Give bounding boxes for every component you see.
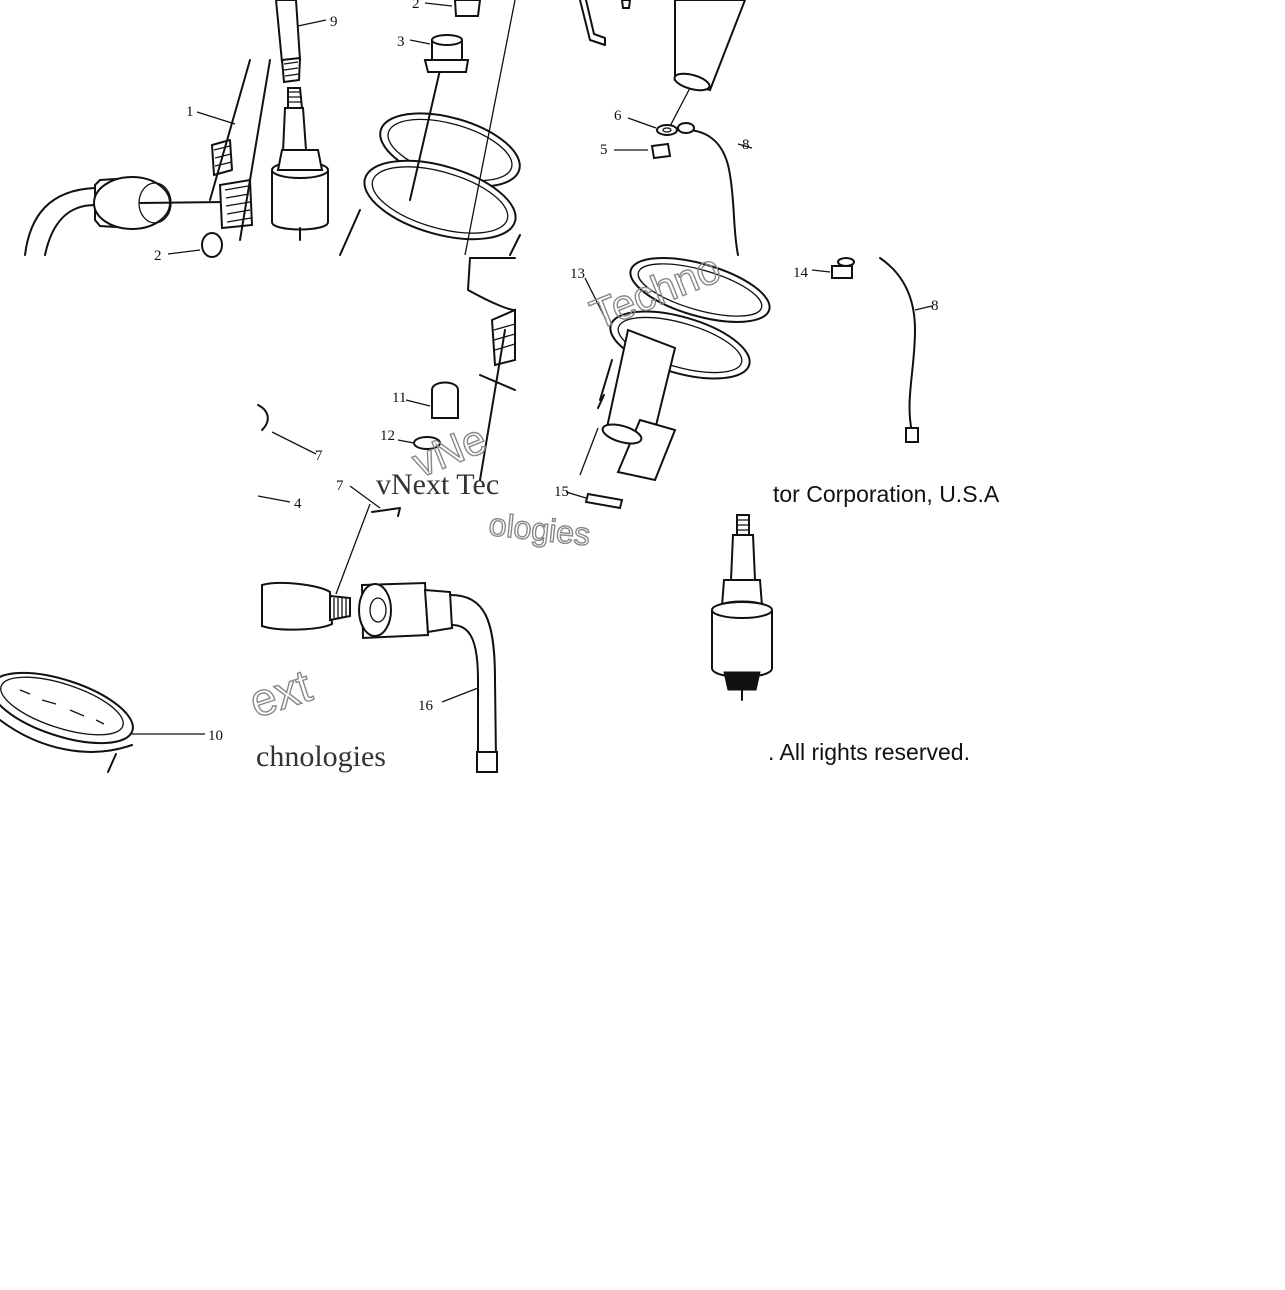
callout-7-upper: 7: [315, 448, 323, 464]
tile-top-middle: 9 3 2: [271, 0, 521, 256]
callout-1: 1: [186, 104, 194, 120]
tile-middle-center: 11 12 7 4: [257, 257, 516, 512]
tile-bottom-right: [711, 514, 773, 701]
tile-top-left: 1 2: [24, 59, 271, 264]
watermark-ext: ext: [243, 659, 318, 727]
watermark-vnext-tec: vNext Tec: [376, 468, 499, 501]
tile-bottom-center: 16 7: [261, 478, 498, 773]
callout-12: 12: [380, 428, 395, 444]
callout-8-right: 8: [931, 298, 939, 314]
callout-2-top: 2: [412, 0, 420, 12]
callout-11: 11: [392, 390, 406, 406]
watermark-ologies: ologies: [487, 506, 592, 552]
credit-corporation: tor Corporation, U.S.A: [773, 481, 1000, 507]
watermark-chnologies: chnologies: [256, 740, 386, 773]
callout-13: 13: [570, 266, 585, 282]
callout-3: 3: [397, 34, 405, 50]
gauge-bezel: [0, 671, 134, 745]
callout-15: 15: [554, 484, 569, 500]
credit-rights: . All rights reserved.: [768, 739, 970, 765]
cable-loop: [24, 187, 96, 256]
callout-10: 10: [208, 728, 223, 744]
callout-6: 6: [614, 108, 622, 124]
gasket-ring-lower: [363, 159, 517, 241]
callout-16: 16: [418, 698, 434, 714]
callout-9: 9: [330, 14, 338, 30]
callout-8-top: 8: [742, 137, 750, 153]
callout-14: 14: [793, 265, 809, 281]
tile-bottom-left: 10: [0, 671, 223, 773]
callout-2-left: 2: [154, 248, 162, 264]
tile-top-right: 6 5 8: [579, 0, 753, 256]
callout-4: 4: [294, 496, 302, 512]
callout-7-lower: 7: [336, 478, 344, 494]
tile-middle-right: 13 14 8 15: [554, 257, 939, 510]
callout-5: 5: [600, 142, 608, 158]
